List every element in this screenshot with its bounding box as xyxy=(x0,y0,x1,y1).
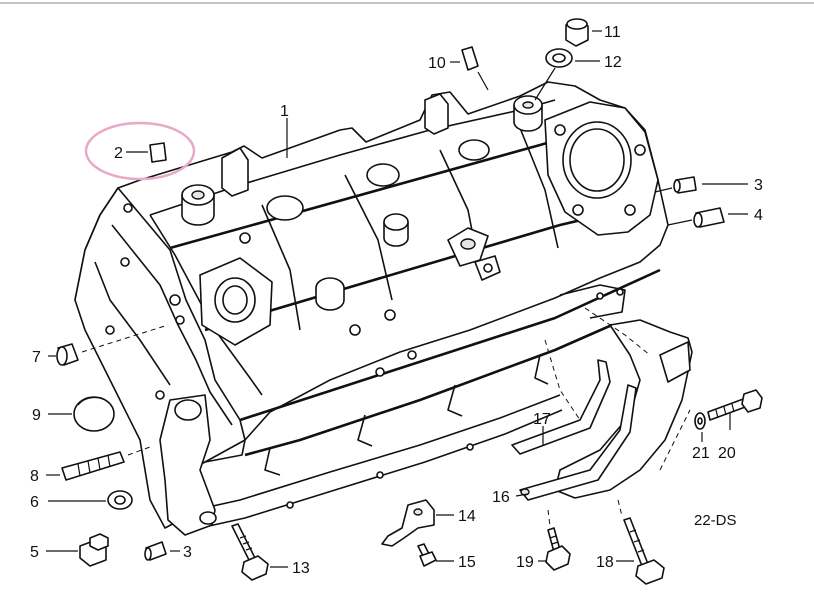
part-6-washer[interactable] xyxy=(48,490,133,510)
label-12: 12 xyxy=(604,54,622,71)
part-3-sleeve-right[interactable] xyxy=(654,176,748,194)
drawing-code: 22-DS xyxy=(694,512,737,529)
part-12-washer[interactable] xyxy=(534,48,600,101)
part-18-bolt[interactable] xyxy=(616,499,665,585)
highlight-circle xyxy=(84,121,196,181)
label-3-right: 3 xyxy=(754,177,763,194)
label-19: 19 xyxy=(516,554,534,571)
label-1: 1 xyxy=(280,103,289,120)
label-6: 6 xyxy=(30,494,39,511)
part-9-cap[interactable] xyxy=(48,396,115,432)
part-5-plug[interactable] xyxy=(46,533,109,567)
engine-block xyxy=(74,81,669,536)
part-21-washer[interactable] xyxy=(694,412,706,442)
label-4: 4 xyxy=(754,207,763,224)
part-20-bolt[interactable] xyxy=(707,389,763,430)
part-13-bolt[interactable] xyxy=(231,523,288,581)
label-9: 9 xyxy=(32,407,41,424)
part-10-pin[interactable] xyxy=(450,46,489,91)
label-11: 11 xyxy=(604,24,621,41)
part-2-dowel[interactable] xyxy=(84,121,196,181)
part-3-sleeve-bottom[interactable] xyxy=(144,541,180,561)
part-19-bolt[interactable] xyxy=(538,509,571,571)
label-2: 2 xyxy=(114,145,123,162)
part-15-screw[interactable] xyxy=(417,543,454,567)
part-16-17-straps[interactable] xyxy=(511,359,637,501)
part-11-plug[interactable] xyxy=(565,18,602,47)
part-8-stud[interactable] xyxy=(46,446,151,481)
part-labels: 1 2 3 4 5 6 7 8 9 10 11 12 13 14 15 16 1… xyxy=(30,24,763,577)
label-7: 7 xyxy=(32,349,41,366)
label-5: 5 xyxy=(30,544,39,561)
label-15: 15 xyxy=(458,554,476,571)
timing-cover-outline xyxy=(544,307,693,499)
part-14-bracket[interactable] xyxy=(381,499,454,547)
label-21: 21 xyxy=(692,445,710,462)
part-4-sleeve[interactable] xyxy=(667,207,748,228)
label-13: 13 xyxy=(292,560,310,577)
label-18: 18 xyxy=(596,554,614,571)
part-7-plug[interactable] xyxy=(48,324,169,366)
label-8: 8 xyxy=(30,468,39,485)
label-16: 16 xyxy=(492,489,510,506)
label-3-bottom: 3 xyxy=(183,544,192,561)
label-14: 14 xyxy=(458,508,476,525)
label-10: 10 xyxy=(428,55,446,72)
label-20: 20 xyxy=(718,445,736,462)
label-17: 17 xyxy=(533,411,551,428)
